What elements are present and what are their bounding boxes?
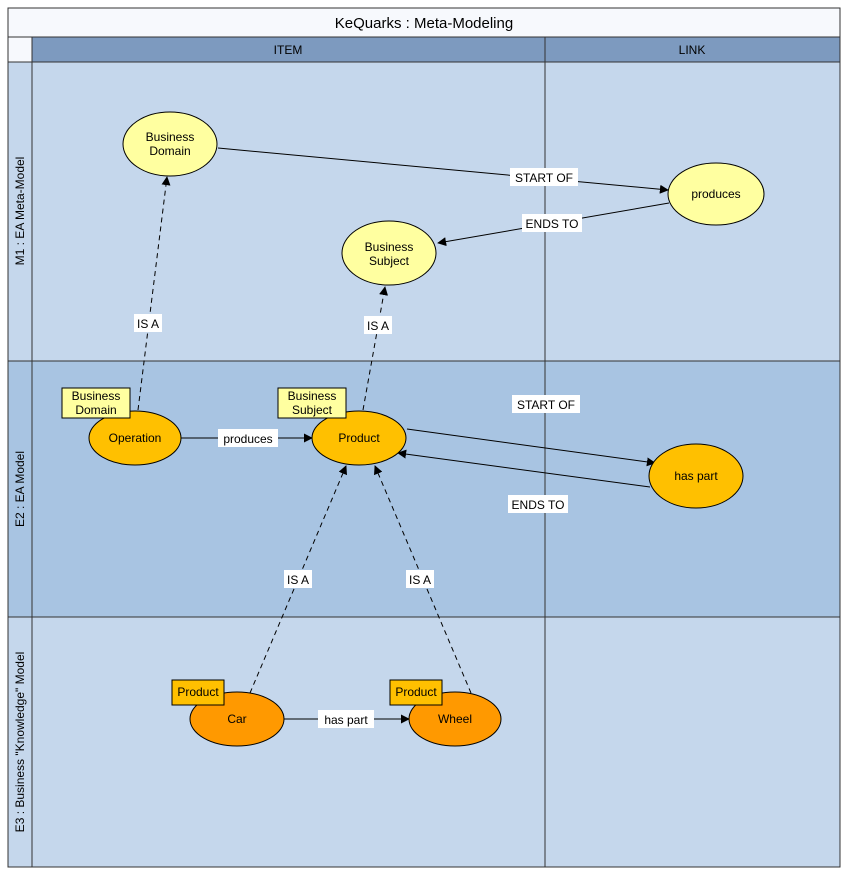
edge-e2-ends-to	[397, 449, 651, 488]
row-header-e3	[7, 616, 33, 868]
edge-m1-start-of	[217, 147, 669, 194]
svg-text:IS A: IS A	[409, 573, 431, 587]
lane-m1-item	[31, 61, 546, 362]
svg-text:produces: produces	[223, 432, 272, 446]
svg-text:START OF: START OF	[515, 171, 573, 185]
svg-text:ENDS TO: ENDS TO	[526, 217, 579, 231]
edge-label-m1-ends-to: ENDS TO	[522, 214, 582, 232]
lane-e3-link	[544, 616, 841, 868]
edge-is-a-operation	[137, 176, 171, 411]
edge-label-is-a-operation: IS A	[134, 314, 162, 332]
svg-text:has part: has part	[324, 713, 368, 727]
edge-is-a-product	[362, 286, 389, 411]
svg-text:ENDS TO: ENDS TO	[512, 498, 565, 512]
pool-title-bar	[7, 7, 841, 38]
column-header-link-label: LINK	[679, 43, 706, 57]
svg-text:Product: Product	[395, 685, 437, 699]
edge-label-m1-start-of: START OF	[510, 168, 578, 186]
node-operation[interactable]: Operation	[88, 410, 182, 466]
edge-e2-start-of	[406, 428, 656, 467]
pool-corner	[7, 36, 33, 63]
edge-label-e2-start-of: START OF	[512, 395, 580, 413]
tag-car-product: Product	[171, 679, 225, 706]
column-header-item	[31, 36, 546, 63]
svg-text:Car: Car	[227, 712, 246, 726]
row-header-m1-label: M1 : EA Meta-Model	[13, 157, 27, 266]
node-product[interactable]: Product	[311, 410, 407, 466]
edge-label-is-a-wheel: IS A	[406, 570, 434, 588]
edge-label-is-a-car: IS A	[284, 570, 312, 588]
pool-title: KeQuarks : Meta-Modeling	[335, 15, 513, 32]
svg-text:Product: Product	[177, 685, 219, 699]
column-header-link	[544, 36, 841, 63]
node-produces-m1[interactable]: produces	[667, 162, 765, 226]
svg-text:Operation: Operation	[109, 431, 162, 445]
svg-text:IS A: IS A	[287, 573, 309, 587]
tag-wheel-product: Product	[389, 679, 443, 706]
edge-label-e2-ends-to: ENDS TO	[508, 495, 568, 513]
svg-text:IS A: IS A	[137, 317, 159, 331]
svg-text:Product: Product	[338, 431, 380, 445]
row-header-m1	[7, 61, 33, 362]
edge-label-has-part-e3: has part	[318, 710, 374, 728]
edge-label-produces-e2: produces	[218, 429, 278, 447]
svg-text:produces: produces	[691, 187, 740, 201]
svg-text:Wheel: Wheel	[438, 712, 472, 726]
row-header-e2-label: E2 : EA Model	[13, 451, 27, 527]
edge-label-is-a-product: IS A	[364, 316, 392, 334]
column-header-item-label: ITEM	[274, 43, 303, 57]
svg-text:has part: has part	[674, 469, 718, 483]
svg-text:IS A: IS A	[367, 319, 389, 333]
row-header-e3-label: E3 : Business "Knowledge" Model	[13, 652, 27, 833]
svg-text:START OF: START OF	[517, 398, 575, 412]
node-has-part-e2[interactable]: has part	[648, 443, 744, 509]
